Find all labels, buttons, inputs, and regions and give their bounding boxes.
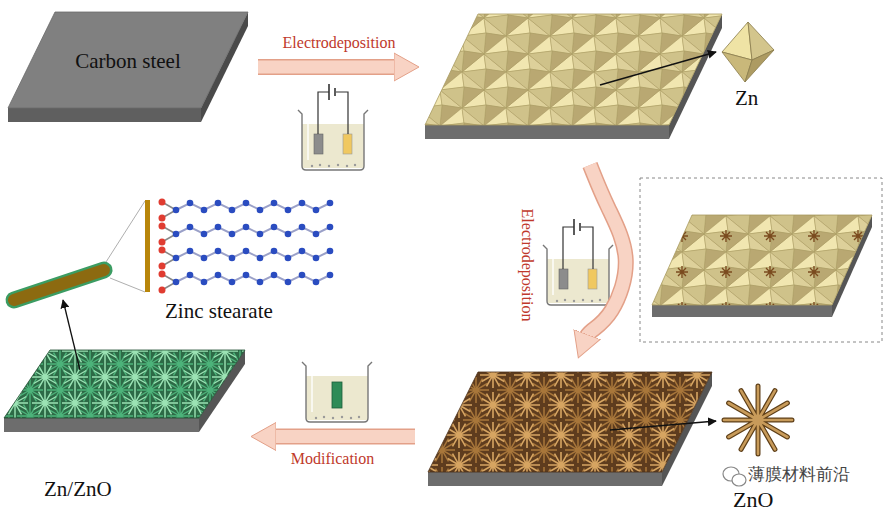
stage-label: Zn — [735, 87, 758, 110]
zn-stage: Zn — [420, 5, 795, 165]
arrow-outline — [258, 59, 400, 75]
modification-beaker — [302, 362, 372, 422]
leader-line — [63, 300, 80, 370]
arrow-body — [585, 165, 626, 340]
stage-label: Zn/ZnO — [44, 478, 112, 501]
zoom-line — [106, 201, 145, 262]
zno-nanorod-plate — [428, 372, 712, 486]
leader-line — [600, 52, 716, 85]
process-arrow — [585, 165, 626, 340]
carbon-steel-plate — [8, 12, 248, 122]
zn-coated-plate — [425, 14, 722, 139]
watermark: 薄膜材料前沿 — [748, 465, 850, 484]
substrate-plate: Carbon steel — [8, 12, 248, 122]
process-arrow — [258, 67, 400, 68]
electrodeposition-cell — [298, 84, 368, 170]
step-label: Modification — [291, 450, 375, 468]
coated-nanorod — [14, 270, 104, 300]
process-arrow — [270, 436, 415, 437]
step-label: Electrodeposition — [518, 209, 536, 322]
arrow-outline — [585, 165, 626, 340]
arrow-body — [258, 61, 400, 74]
step-label: Electrodeposition — [283, 34, 396, 52]
zno-urchin-icon — [724, 386, 792, 454]
zn-zno-stage: Zn/ZnO — [0, 325, 250, 513]
superhydrophobic-plate — [4, 350, 245, 432]
electrodeposition-cell — [543, 219, 613, 305]
arrow-body — [270, 430, 415, 443]
intermediate-stage-inset — [640, 178, 882, 342]
stage-label: ZnO — [733, 488, 773, 512]
inset-caption: Zinc stearate — [165, 300, 273, 323]
rod-surface — [145, 200, 150, 292]
zno-stage: ZnO — [425, 360, 805, 516]
watermark-icon — [723, 467, 746, 486]
octahedron-icon — [722, 22, 774, 82]
arrow-outline — [270, 429, 415, 445]
stage-label: Carbon steel — [75, 50, 181, 73]
leader-line — [610, 421, 716, 430]
zoom-line — [110, 278, 145, 292]
stearate-molecules — [159, 199, 334, 294]
